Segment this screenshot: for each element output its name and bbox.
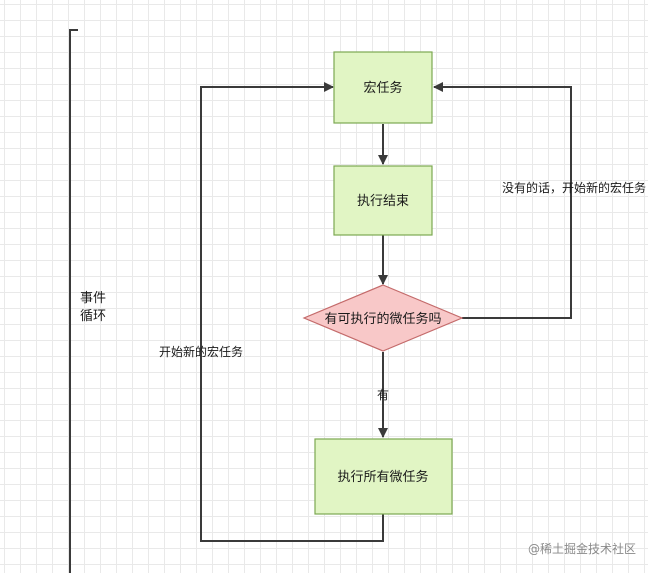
bracket-label-line1: 事件: [80, 291, 106, 306]
event-loop-bracket: [69, 29, 78, 573]
node-decision-label: 有可执行的微任务吗: [324, 311, 441, 327]
node-exec-all-micro: [314, 438, 453, 515]
edge-exec-micro-back-to-macro: [200, 82, 384, 542]
bracket-label-line2: 循环: [80, 309, 106, 324]
node-decision-has-micro: [302, 284, 464, 352]
node-exec-end-label: 执行结束: [357, 194, 409, 209]
node-exec-end: [333, 165, 433, 236]
node-macro-task: [333, 51, 433, 124]
edge-label-yes: 有: [377, 388, 389, 402]
edge-label-no-start-new-macro: 没有的话，开始新的宏任务: [502, 180, 646, 195]
node-exec-all-micro-label: 执行所有微任务: [337, 469, 428, 485]
watermark: @稀土掘金技术社区: [528, 541, 636, 556]
edge-decision-no-to-macro: [433, 82, 572, 319]
node-macro-task-label: 宏任务: [363, 80, 402, 96]
edge-label-start-new-macro: 开始新的宏任务: [159, 344, 243, 359]
